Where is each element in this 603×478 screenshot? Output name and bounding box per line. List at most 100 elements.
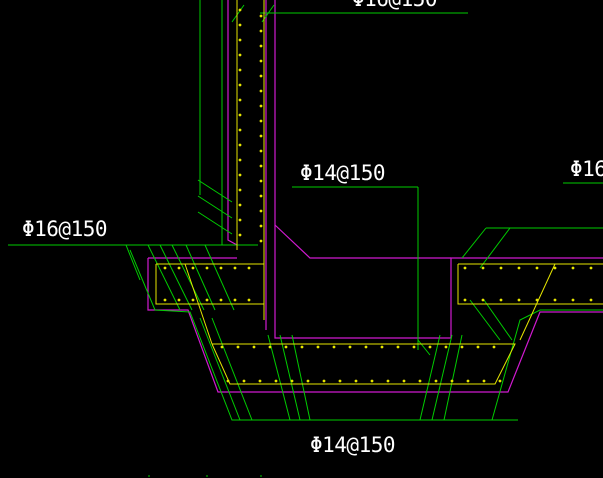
rebar-dot [233, 266, 237, 270]
rebar-dot [434, 379, 438, 383]
rebar-dot [238, 53, 242, 57]
rebar-dot [481, 266, 485, 270]
rebar-dot [482, 379, 486, 383]
rebar-dot [220, 345, 224, 349]
rebar-dot [460, 345, 464, 349]
rebar-dot [535, 298, 539, 302]
rebar-dot [259, 179, 263, 183]
rebar-dot [499, 266, 503, 270]
label-wall-rebar: Φ14@150 [300, 161, 385, 185]
leader-lines [8, 0, 603, 477]
rebar-dot [517, 298, 521, 302]
rebar-dot [238, 128, 242, 132]
rebar-dot [191, 298, 195, 302]
rebar-dot [219, 266, 223, 270]
rebar-dot [364, 345, 368, 349]
rebar-dot [476, 345, 480, 349]
rebar-dot [259, 209, 263, 213]
rebar-dot [191, 266, 195, 270]
rebar-dot [238, 113, 242, 117]
rebar-dot [481, 298, 485, 302]
rebar-dot [316, 345, 320, 349]
rebar-dot [205, 298, 209, 302]
label-left-rebar: Φ16@150 [22, 217, 107, 241]
rebar-dot [589, 266, 593, 270]
rebar-dot [290, 379, 294, 383]
rebar-dot [386, 379, 390, 383]
rebar-dot [238, 203, 242, 207]
rebar-dot [258, 379, 262, 383]
rebar-dot [259, 89, 263, 93]
rebar-dot [535, 266, 539, 270]
rebar-dot [553, 266, 557, 270]
rebar-dot [274, 379, 278, 383]
rebar-dot [238, 68, 242, 72]
rebar-cages [155, 0, 603, 385]
rebar-dot [259, 194, 263, 198]
rebar-dot [238, 23, 242, 27]
rebar-dot [259, 59, 263, 63]
rebar-dot [205, 266, 209, 270]
rebar-dot [259, 74, 263, 78]
rebar-dot [571, 266, 575, 270]
concrete-outline [147, 0, 603, 393]
rebar-dot [259, 104, 263, 108]
rebar-dot [499, 298, 503, 302]
rebar-dot [238, 8, 242, 12]
rebar-dot [238, 83, 242, 87]
rebar-dot [370, 379, 374, 383]
rebar-dot [238, 38, 242, 42]
rebar-dot [517, 266, 521, 270]
label-top-rebar: Φ16@150 [352, 0, 437, 11]
rebar-dot [259, 149, 263, 153]
rebar-dot [252, 345, 256, 349]
rebar-dot [402, 379, 406, 383]
rebar-dot [238, 143, 242, 147]
rebar-dot [380, 345, 384, 349]
rebar-dot [238, 158, 242, 162]
slab-rebar-dots [163, 266, 593, 383]
rebar-dot [242, 379, 246, 383]
rebar-dot [163, 298, 167, 302]
rebar-dot [247, 298, 251, 302]
rebar-dot [338, 379, 342, 383]
rebar-dot [259, 239, 263, 243]
rebar-dot [412, 345, 416, 349]
rebar-dot [284, 345, 288, 349]
label-right-rebar: Φ16 [570, 157, 603, 181]
rebar-dot [268, 345, 272, 349]
rebar-dot [498, 379, 502, 383]
label-bottom-rebar: Φ14@150 [310, 433, 395, 457]
rebar-dot [444, 345, 448, 349]
rebar-dot [226, 379, 230, 383]
rebar-dot [259, 224, 263, 228]
rebar-dot [238, 188, 242, 192]
rebar-dot [259, 14, 263, 18]
rebar-dot [466, 379, 470, 383]
rebar-dot [233, 298, 237, 302]
rebar-dot [450, 379, 454, 383]
rebar-dot [238, 98, 242, 102]
rebar-dot [238, 173, 242, 177]
rebar-dot [354, 379, 358, 383]
rebar-dot [306, 379, 310, 383]
rebar-dot [219, 298, 223, 302]
rebar-dot [428, 345, 432, 349]
rebar-dot [463, 298, 467, 302]
rebar-dot [348, 345, 352, 349]
rebar-dot [259, 164, 263, 168]
rebar-dot [177, 266, 181, 270]
rebar-dot [177, 298, 181, 302]
rebar-dot [322, 379, 326, 383]
rebar-dot [238, 233, 242, 237]
rebar-dot [571, 298, 575, 302]
rebar-dot [238, 218, 242, 222]
rebar-dot [492, 345, 496, 349]
rebar-dot [418, 379, 422, 383]
rebar-dot [163, 266, 167, 270]
rebar-dot [332, 345, 336, 349]
rebar-dot [259, 29, 263, 33]
rebar-dot [463, 266, 467, 270]
rebar-dot [553, 298, 557, 302]
rebar-dot [300, 345, 304, 349]
